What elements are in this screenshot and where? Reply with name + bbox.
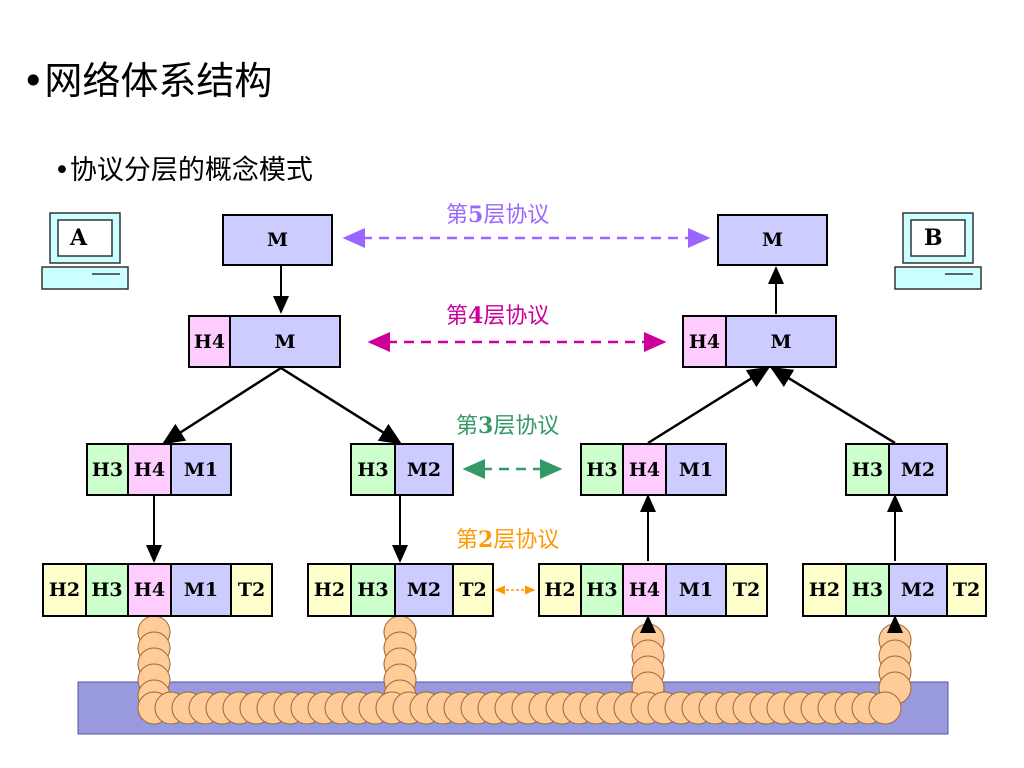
a-l2-f1-h4: H4 <box>127 563 172 617</box>
computer-b-icon <box>894 212 982 290</box>
b-l2-f1-t2: T2 <box>725 563 768 617</box>
page-title: •网络体系结构 <box>22 59 273 103</box>
b-l4-h4: H4 <box>682 315 727 368</box>
signal-bead <box>868 691 902 725</box>
page-subtitle: •协议分层的概念模式 <box>54 155 313 186</box>
b-l5-m: M <box>717 214 828 266</box>
b-l2-f2-m2: M2 <box>888 563 948 617</box>
arrow-b-join-left <box>647 366 771 445</box>
a-l2-f2-h3: H3 <box>350 563 396 617</box>
protocol-layer2-label: 第2层协议 <box>456 527 560 553</box>
a-l2-f1-h2: H2 <box>42 563 87 617</box>
a-l2-f1-h3: H3 <box>85 563 129 617</box>
a-l2-f2-h2: H2 <box>307 563 352 617</box>
a-l2-f1-t2: T2 <box>230 563 273 617</box>
a-l4-h4: H4 <box>188 315 231 368</box>
b-l2-f2-t2: T2 <box>946 563 987 617</box>
b-l3-left-h4: H4 <box>622 443 667 496</box>
a-l3-left-h3: H3 <box>86 443 129 496</box>
b-l2-f2-h3: H3 <box>845 563 890 617</box>
arrow-a-split-right <box>280 366 403 445</box>
a-l5-m: M <box>222 214 333 266</box>
b-l3-left-m1: M1 <box>665 443 727 496</box>
b-l3-right-h3: H3 <box>845 443 890 496</box>
b-l2-f1-h3: H3 <box>580 563 624 617</box>
host-a-label: A <box>70 225 88 251</box>
signal-beads <box>137 615 912 725</box>
protocol-layer5-label: 第5层协议 <box>446 202 550 228</box>
a-l2-f2-t2: T2 <box>452 563 494 617</box>
b-l2-f1-m1: M1 <box>665 563 727 617</box>
arrow-a-split-left <box>161 366 282 445</box>
b-l4-m: M <box>725 315 837 368</box>
b-l2-f2-h2: H2 <box>802 563 847 617</box>
a-l3-left-m1: M1 <box>170 443 232 496</box>
a-l3-right-h3: H3 <box>350 443 396 496</box>
b-l2-f1-h4: H4 <box>622 563 667 617</box>
a-l4-m: M <box>229 315 341 368</box>
computer-a-icon <box>41 212 129 290</box>
b-l3-left-h3: H3 <box>580 443 624 496</box>
protocol-layer4-label: 第4层协议 <box>446 303 550 329</box>
b-l2-f1-h2: H2 <box>538 563 582 617</box>
b-l3-right-m2: M2 <box>888 443 948 496</box>
host-b-label: B <box>924 225 943 251</box>
arrow-b-join-right <box>769 366 896 445</box>
a-l2-f1-m1: M1 <box>170 563 232 617</box>
a-l2-f2-m2: M2 <box>394 563 454 617</box>
protocol-layer3-label: 第3层协议 <box>456 413 560 439</box>
a-l3-right-m2: M2 <box>394 443 454 496</box>
a-l3-left-h4: H4 <box>127 443 172 496</box>
